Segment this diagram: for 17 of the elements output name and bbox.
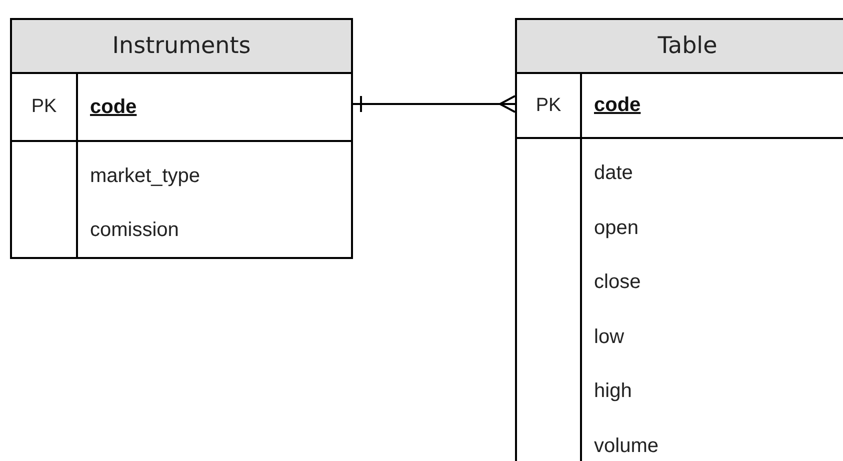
entity-table (10, 18, 353, 259)
field-name: low (594, 324, 624, 350)
entity-table (515, 18, 843, 461)
key-label: PK (31, 96, 57, 118)
field-name: comission (90, 218, 179, 243)
primary-key-field: code (594, 94, 641, 117)
table-header: Table (517, 20, 843, 74)
relationship-line (353, 95, 516, 113)
field-name: close (594, 270, 641, 295)
key-label: PK (536, 94, 562, 116)
field-name: open (594, 216, 638, 240)
field-name: volume (594, 434, 658, 458)
primary-key-field: code (90, 96, 137, 118)
table-header: Instruments (12, 20, 351, 74)
field-name: market_type (90, 164, 200, 189)
field-name: date (594, 161, 633, 186)
field-name: high (594, 379, 632, 404)
